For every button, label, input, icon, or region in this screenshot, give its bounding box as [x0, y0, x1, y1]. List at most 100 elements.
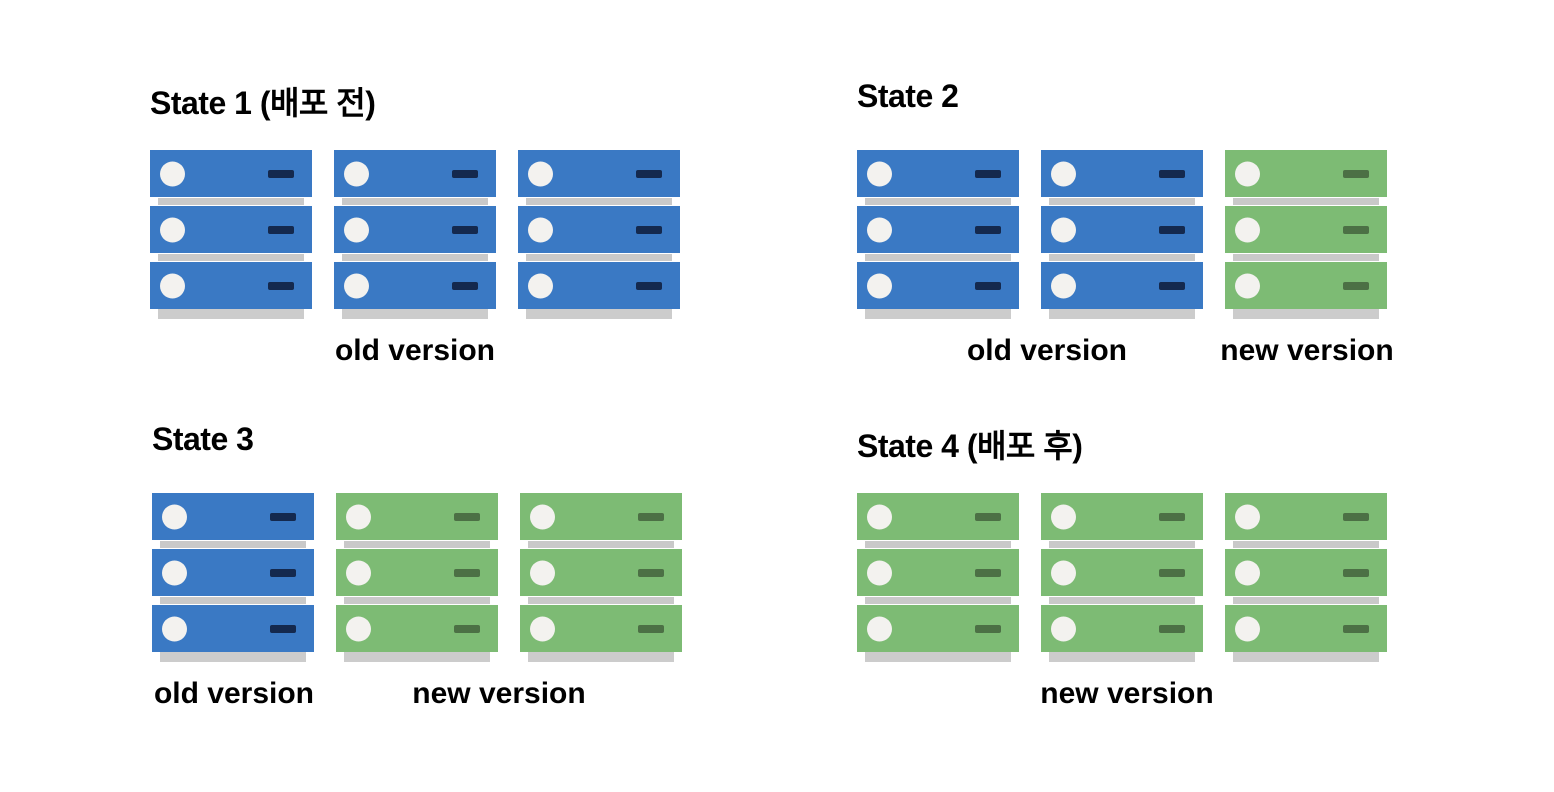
drive-slot-icon: [270, 568, 296, 577]
drive-slot-icon: [452, 281, 478, 290]
power-led-icon: [867, 560, 892, 585]
drive-slot-icon: [268, 169, 294, 178]
drive-slot-icon: [975, 624, 1001, 633]
drive-slot-icon: [270, 624, 296, 633]
server-stack-new-version: [1041, 493, 1203, 662]
power-led-icon: [1051, 217, 1076, 242]
rack-joint: [1233, 597, 1379, 604]
drive-slot-icon: [975, 169, 1001, 178]
power-led-icon: [528, 273, 553, 298]
rack-joint: [865, 254, 1011, 261]
stack-shadow: [1233, 652, 1379, 662]
new-version-label: new version: [1220, 334, 1394, 367]
drive-slot-icon: [1159, 169, 1185, 178]
power-led-icon: [346, 560, 371, 585]
server-unit: [857, 549, 1019, 604]
server-stack-old-version: [152, 493, 314, 662]
new-version-label: new version: [1040, 677, 1214, 710]
state-3-server-stacks: [152, 493, 682, 662]
drive-slot-icon: [270, 512, 296, 521]
stack-shadow: [1049, 652, 1195, 662]
rack-joint: [528, 597, 674, 604]
drive-slot-icon: [975, 568, 1001, 577]
server-stack-new-version: [336, 493, 498, 662]
power-led-icon: [1235, 273, 1260, 298]
power-led-icon: [1235, 161, 1260, 186]
power-led-icon: [530, 504, 555, 529]
rack-joint: [1233, 541, 1379, 548]
server-unit: [336, 493, 498, 548]
drive-slot-icon: [636, 281, 662, 290]
power-led-icon: [1235, 504, 1260, 529]
stack-shadow: [528, 652, 674, 662]
old-version-label: old version: [153, 677, 315, 710]
power-led-icon: [530, 616, 555, 641]
stack-shadow: [344, 652, 490, 662]
server-unit: [520, 493, 682, 548]
server-unit: [520, 605, 682, 652]
drive-slot-icon: [636, 169, 662, 178]
power-led-icon: [528, 217, 553, 242]
power-led-icon: [867, 616, 892, 641]
server-stack-old-version: [334, 150, 496, 319]
stack-shadow: [865, 309, 1011, 319]
power-led-icon: [162, 560, 187, 585]
server-stack-old-version: [857, 150, 1019, 319]
drive-slot-icon: [454, 512, 480, 521]
rack-joint: [1049, 198, 1195, 205]
power-led-icon: [160, 161, 185, 186]
rack-joint: [1233, 198, 1379, 205]
drive-slot-icon: [268, 281, 294, 290]
power-led-icon: [528, 161, 553, 186]
drive-slot-icon: [975, 225, 1001, 234]
server-unit: [152, 549, 314, 604]
drive-slot-icon: [1159, 281, 1185, 290]
stack-shadow: [865, 652, 1011, 662]
drive-slot-icon: [268, 225, 294, 234]
stack-shadow: [1233, 309, 1379, 319]
rack-joint: [865, 541, 1011, 548]
state-4-title: State 4 (배포 후): [857, 428, 1083, 464]
server-unit: [518, 262, 680, 309]
server-unit: [520, 549, 682, 604]
server-unit: [1041, 150, 1203, 205]
stack-shadow: [342, 309, 488, 319]
server-unit: [1041, 605, 1203, 652]
server-unit: [336, 605, 498, 652]
server-unit: [857, 605, 1019, 652]
drive-slot-icon: [638, 624, 664, 633]
rack-joint: [526, 198, 672, 205]
stack-shadow: [526, 309, 672, 319]
drive-slot-icon: [452, 225, 478, 234]
power-led-icon: [1235, 616, 1260, 641]
drive-slot-icon: [454, 624, 480, 633]
server-unit: [336, 549, 498, 604]
power-led-icon: [867, 273, 892, 298]
power-led-icon: [867, 161, 892, 186]
drive-slot-icon: [636, 225, 662, 234]
server-unit: [1225, 206, 1387, 261]
drive-slot-icon: [1159, 512, 1185, 521]
rack-joint: [158, 254, 304, 261]
power-led-icon: [1051, 161, 1076, 186]
power-led-icon: [162, 504, 187, 529]
drive-slot-icon: [1159, 225, 1185, 234]
rack-joint: [342, 254, 488, 261]
server-unit: [334, 206, 496, 261]
rack-joint: [1049, 597, 1195, 604]
old-version-label: old version: [334, 334, 496, 367]
drive-slot-icon: [454, 568, 480, 577]
power-led-icon: [160, 273, 185, 298]
drive-slot-icon: [1343, 512, 1369, 521]
server-stack-old-version: [1041, 150, 1203, 319]
server-unit: [518, 206, 680, 261]
rack-joint: [342, 198, 488, 205]
power-led-icon: [1051, 616, 1076, 641]
power-led-icon: [346, 504, 371, 529]
server-unit: [150, 206, 312, 261]
new-version-label: new version: [412, 677, 586, 710]
power-led-icon: [530, 560, 555, 585]
drive-slot-icon: [975, 281, 1001, 290]
power-led-icon: [867, 504, 892, 529]
power-led-icon: [160, 217, 185, 242]
